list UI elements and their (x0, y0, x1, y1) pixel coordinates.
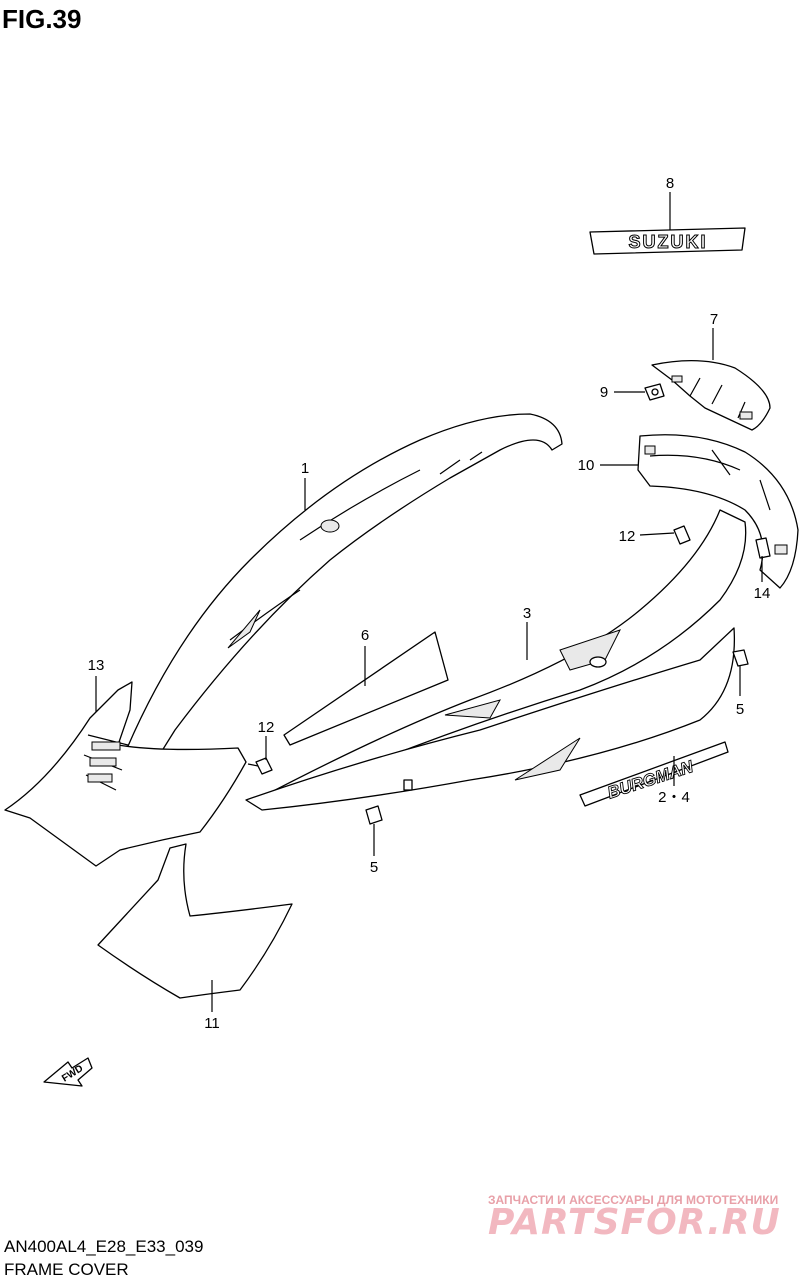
part-12-screw-left (247, 757, 273, 775)
part-13-front-lower-cover (4, 681, 247, 867)
part-1-frame-cover (117, 413, 563, 771)
callout-6: 6 (361, 627, 369, 644)
callout-5-lower: 5 (370, 859, 378, 876)
diagram-caption: FRAME COVER (4, 1260, 129, 1279)
callout-8: 8 (666, 175, 674, 192)
part-5-screw-upper (732, 649, 749, 667)
leader-lines (95, 192, 763, 1012)
part-12-screw-right (673, 525, 691, 545)
callout-14: 14 (754, 585, 771, 602)
callout-5-upper: 5 (736, 701, 744, 718)
suzuki-emblem-text: SUZUKI (629, 232, 708, 252)
part-11-floor-mat (97, 843, 293, 999)
part-6-trim-strip (283, 631, 449, 746)
fwd-arrow: FWD (43, 1057, 93, 1087)
callout-12-left: 12 (258, 719, 275, 736)
callout-2-4: 2・4 (658, 789, 690, 806)
part-9-clip (644, 383, 665, 401)
part-3-side-cover (255, 509, 747, 809)
watermark-brand: PARTSFOR.RU (488, 1202, 781, 1243)
part-7-rear-cover (651, 360, 771, 431)
callout-1: 1 (301, 460, 309, 477)
callout-10: 10 (578, 457, 595, 474)
part-10-rear-cover-lower (637, 434, 799, 589)
callout-7: 7 (710, 311, 718, 328)
callout-11: 11 (204, 1015, 220, 1032)
part-5-screw-lower (365, 805, 383, 825)
callout-9: 9 (600, 384, 608, 401)
callout-12-right: 12 (619, 528, 636, 545)
suzuki-emblem: SUZUKI (589, 227, 746, 255)
callout-13: 13 (88, 657, 105, 674)
figure-title: FIG.39 (2, 4, 82, 34)
part-14-clip (755, 537, 771, 559)
callout-numbers: 8 7 9 10 12 14 1 3 6 13 12 5 2・4 5 11 (88, 175, 771, 1032)
diagram-code: AN400AL4_E28_E33_039 (4, 1237, 204, 1256)
callout-3: 3 (523, 605, 531, 622)
watermark-tagline: ЗАПЧАСТИ И АКСЕССУАРЫ ДЛЯ МОТОТЕХНИКИ (488, 1193, 779, 1207)
